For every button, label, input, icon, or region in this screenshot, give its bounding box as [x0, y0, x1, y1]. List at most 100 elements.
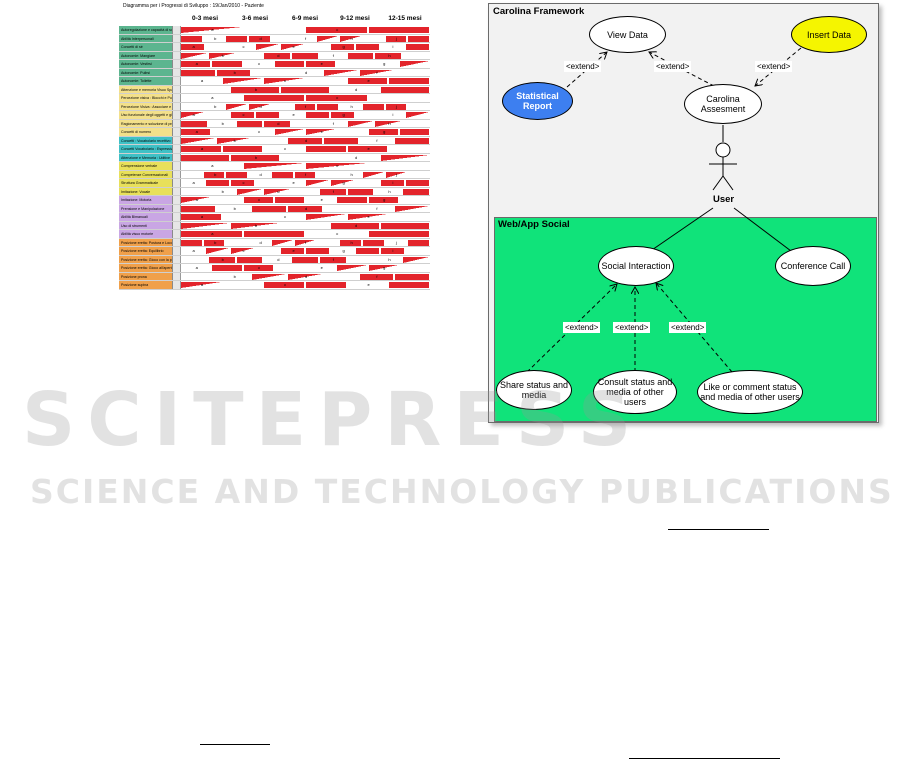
milestone-cell — [212, 61, 242, 67]
group-tab — [173, 281, 181, 289]
milestone-cell — [306, 282, 346, 288]
milestone-letter: b — [221, 120, 224, 126]
milestone-cell — [381, 154, 429, 161]
milestone-cell — [181, 35, 202, 42]
milestone-cell — [264, 52, 291, 59]
milestone-cell — [288, 205, 322, 212]
milestone-cell — [381, 180, 404, 186]
milestone-cell — [406, 180, 429, 186]
milestone-cell — [206, 180, 229, 186]
milestone-cell — [317, 103, 339, 110]
group-tab — [173, 213, 181, 221]
milestone-letter: e — [292, 180, 295, 185]
milestone-cell — [181, 61, 211, 67]
milestone-cell — [306, 214, 346, 220]
milestone-cell — [381, 222, 429, 229]
milestone-cell — [319, 256, 346, 263]
milestone-letter: d — [277, 188, 280, 194]
milestone-cell — [306, 95, 367, 101]
skill-label: Concetti di sé — [119, 43, 173, 51]
milestone-letter: f — [305, 35, 307, 41]
milestone-cell — [375, 52, 402, 59]
milestone-cell — [181, 231, 242, 237]
uml-diagram: Carolina Framework Web/App Social View D… — [488, 3, 879, 423]
milestone-cell — [281, 248, 304, 254]
milestone-cell — [356, 44, 379, 50]
milestone-cell — [399, 61, 429, 67]
group-tab — [173, 136, 181, 144]
group-tab — [173, 119, 181, 127]
milestone-cell — [264, 120, 291, 127]
extend-label: <extend> — [563, 322, 601, 333]
milestone-letter: i — [392, 44, 394, 49]
milestone-cell — [256, 112, 279, 118]
milestone-letter: c — [284, 78, 287, 83]
milestone-letter: f — [332, 52, 334, 58]
milestone-cell — [181, 129, 211, 135]
milestone-letter: h — [388, 188, 391, 194]
milestone-letter: d — [277, 120, 280, 126]
skill-label: Comprensione verbale — [119, 162, 173, 170]
milestone-cell — [249, 103, 270, 110]
milestone-letter: a — [192, 248, 195, 253]
skill-label: Posizione eretta: Gioco all'aperto — [119, 264, 173, 272]
milestone-cell — [381, 248, 404, 254]
milestone-letter: c — [258, 129, 261, 134]
footnote-rule — [629, 758, 780, 759]
skill-label: Attenzione e Memoria : Uditive — [119, 153, 173, 161]
group-tab — [173, 187, 181, 195]
milestone-cell — [274, 197, 304, 203]
milestone-cell — [181, 69, 215, 76]
extend-label: <extend> — [564, 61, 602, 72]
milestone-cell — [306, 129, 336, 135]
skill-table: Autoregolazione e capacità di socializza… — [119, 26, 430, 290]
milestone-letter: f — [376, 69, 378, 75]
framework-title: Carolina Framework — [493, 6, 585, 17]
milestone-letter: e — [367, 78, 370, 83]
milestone-letter: d — [355, 222, 358, 228]
milestone-cell — [340, 35, 361, 42]
milestone-cell — [264, 78, 304, 84]
group-tab — [173, 68, 181, 76]
milestone-cell — [231, 154, 279, 161]
milestone-letter: b — [233, 137, 236, 143]
milestone-letter: a — [192, 44, 195, 49]
group-tab — [173, 51, 181, 59]
group-tab — [173, 179, 181, 187]
milestone-letter: f — [332, 256, 334, 262]
milestone-letter: a — [200, 282, 204, 287]
milestone-letter: e — [320, 265, 323, 270]
milestone-cell — [281, 86, 329, 93]
milestone-cell — [243, 265, 273, 271]
milestone-letter: f — [305, 103, 307, 109]
milestone-cell — [236, 120, 263, 127]
milestone-cell — [368, 27, 429, 33]
group-tab — [173, 204, 181, 212]
milestone-cell — [319, 188, 346, 195]
use-case-carolina-assessment: Carolina Assesment — [684, 84, 762, 124]
milestone-cell — [288, 273, 322, 280]
skill-label: Concetti : Vocabolario recettivo — [119, 136, 173, 144]
group-tab — [173, 26, 181, 34]
milestone-cell — [337, 265, 367, 271]
milestone-letter: b — [214, 103, 217, 109]
milestone-letter: d — [305, 137, 308, 143]
milestone-cell — [385, 171, 407, 178]
milestone-cell — [381, 86, 429, 93]
milestone-cell — [306, 146, 346, 152]
